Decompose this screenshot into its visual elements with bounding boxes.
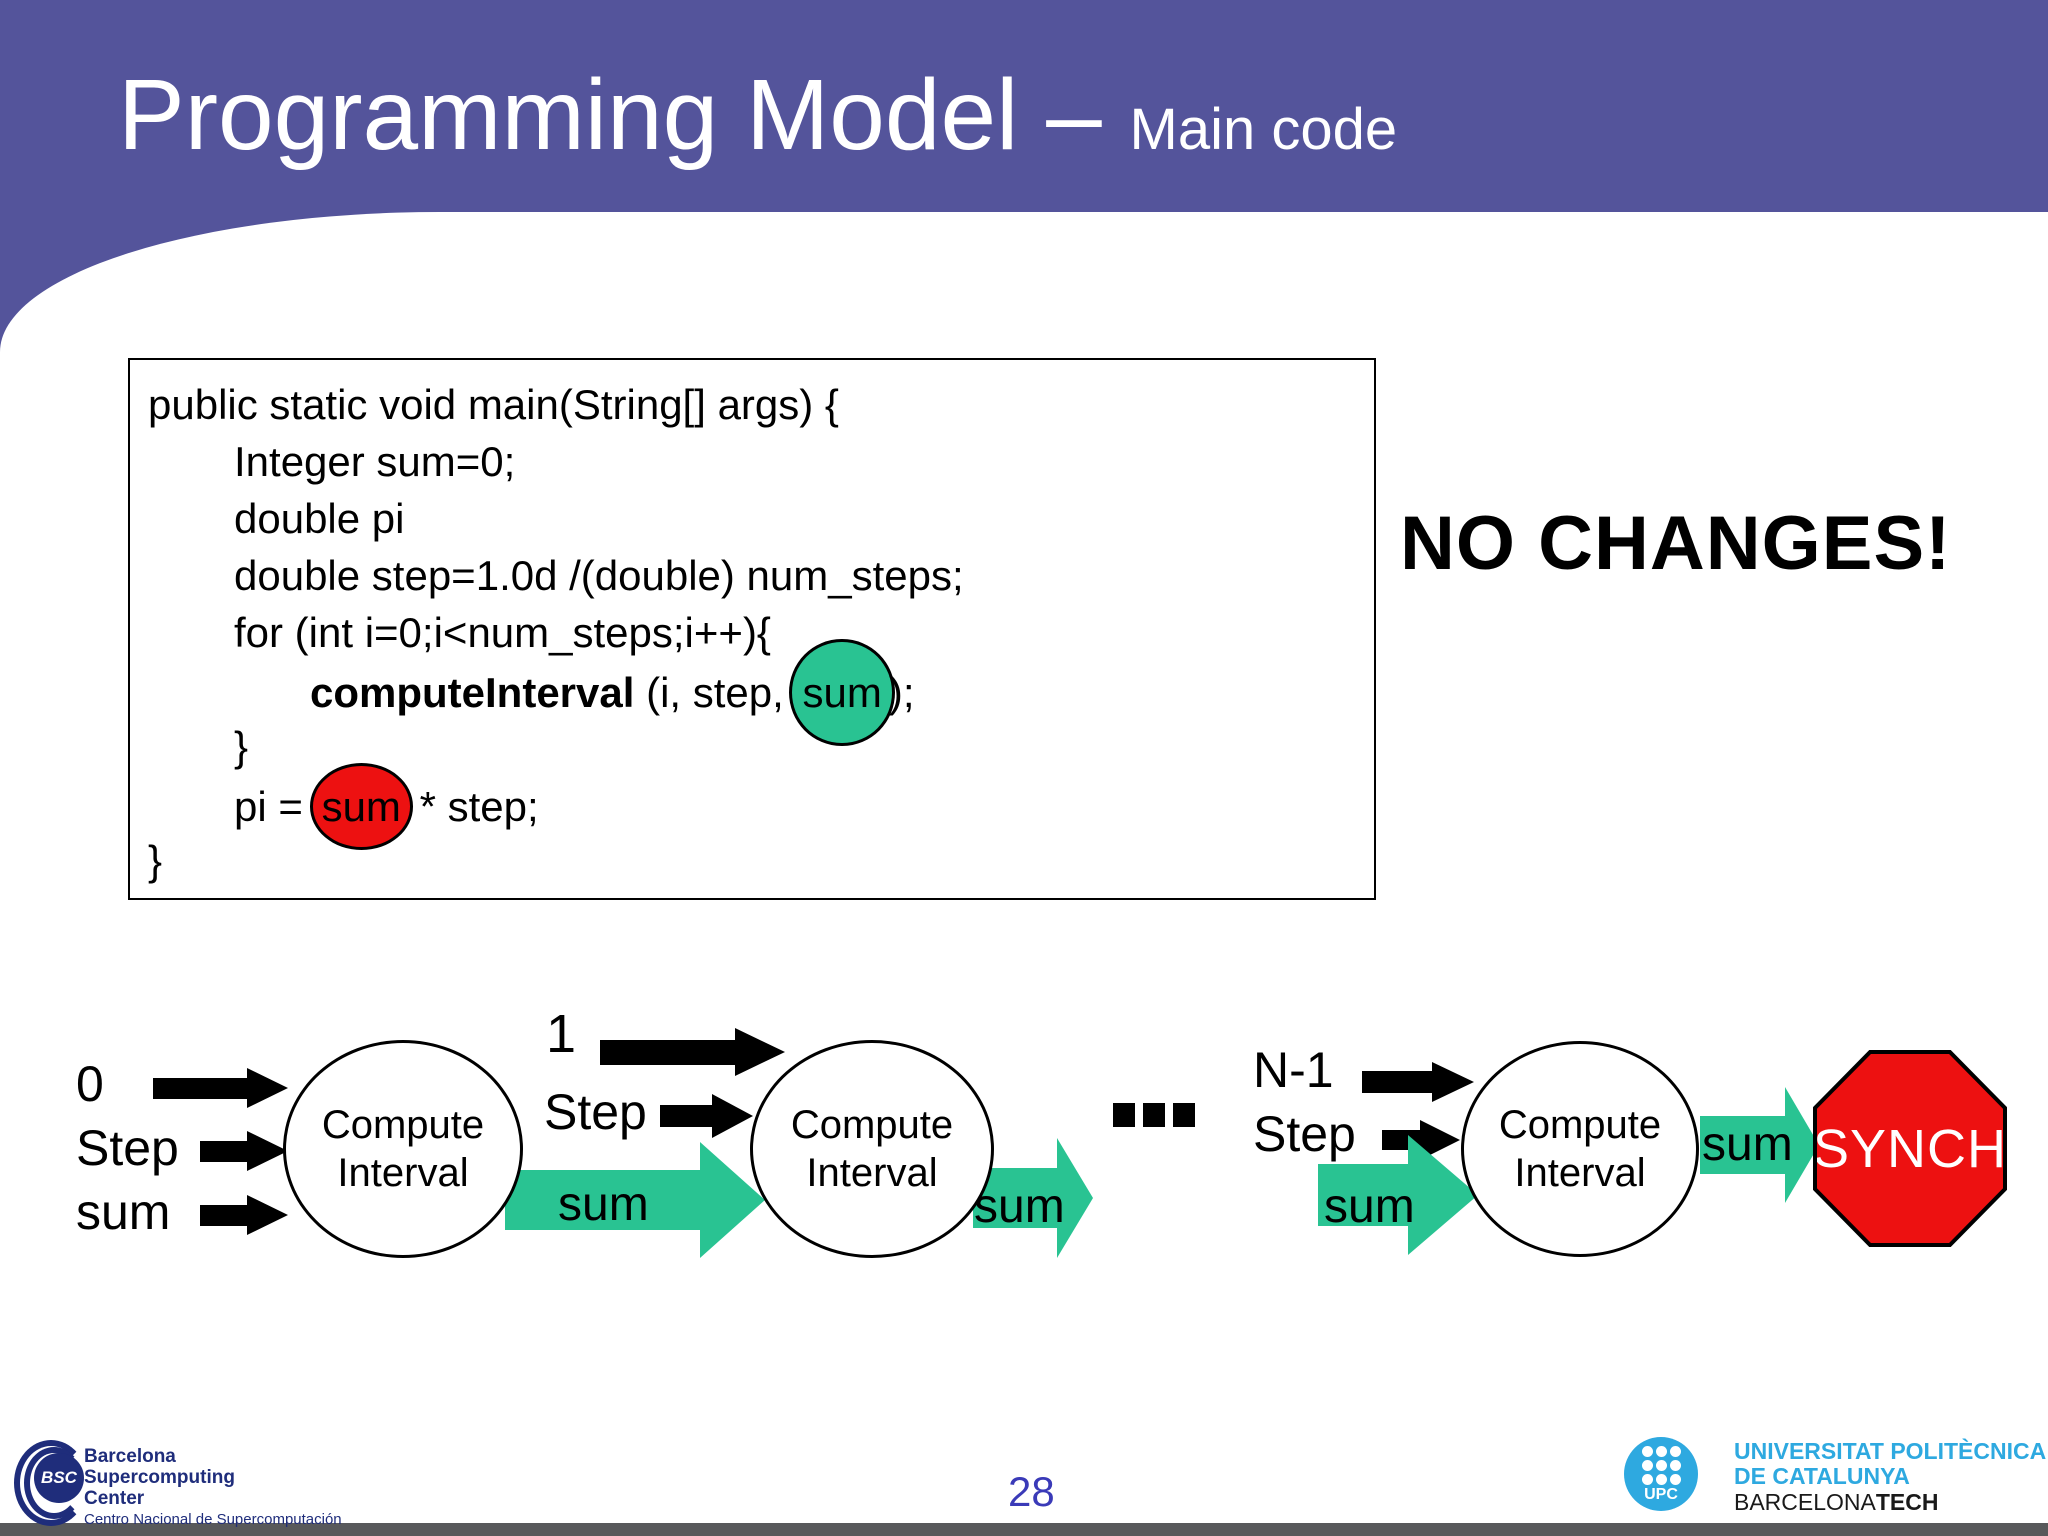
arrow-right-icon [153, 1068, 288, 1108]
upc-name-line: BARCELONATECH [1734, 1489, 2046, 1516]
node3-input-step: Step [1253, 1106, 1356, 1162]
code-line: pi = sum * step; [130, 763, 1374, 850]
node-label-top: Compute [1498, 1103, 1662, 1147]
code-text: } [234, 723, 249, 770]
upc-dots-icon [1641, 1445, 1681, 1485]
upc-name-line: DE CATALUNYA [1734, 1463, 1910, 1489]
bsc-name-line: Supercomputing [84, 1467, 235, 1488]
upc-text-block: UNIVERSITAT POLITÈCNICA DE CATALUNYA BAR… [1734, 1439, 2046, 1516]
dot-icon [1143, 1103, 1165, 1127]
code-text: pi = [234, 783, 315, 830]
code-text: double step=1.0d /(double) num_steps; [234, 552, 964, 599]
synch-label: SYNCH [1812, 1118, 2008, 1179]
octagon-fill: SYNCH [1817, 1054, 2003, 1243]
code-line: computeInterval (i, step, sum); [130, 639, 1374, 746]
code-block: public static void main(String[] args) {… [128, 358, 1376, 900]
ellipsis-dots [1113, 1103, 1195, 1127]
bsc-subtitle: Centro Nacional de Supercomputación [84, 1511, 342, 1528]
sum-flow-arrow-icon [1318, 1135, 1478, 1255]
slide-title-subtitle: Main code [1129, 97, 1398, 162]
bsc-name-line: Barcelona [84, 1446, 176, 1467]
code-line: } [130, 718, 1374, 775]
arrow-right-icon [200, 1195, 288, 1235]
upc-tech-text: TECH [1875, 1489, 1939, 1515]
code-text: ); [888, 669, 915, 716]
sum-flow-arrow-icon [973, 1138, 1093, 1258]
synch-stop-sign: SYNCH [1813, 1050, 2007, 1247]
sum-arrow-label: sum [558, 1178, 649, 1231]
compute-interval-node-2: Compute Interval [750, 1040, 994, 1258]
code-text: * step; [407, 783, 539, 830]
upc-barcelona-text: BARCELONA [1734, 1489, 1876, 1515]
code-line: double pi [130, 490, 1374, 547]
node-label-bottom: Interval [806, 1151, 938, 1195]
code-line: for (int i=0;i<num_steps;i++){ [130, 604, 1374, 661]
footer-bar [0, 1523, 2048, 1536]
compute-interval-node-1: Compute Interval [283, 1040, 523, 1258]
arrow-right-icon [660, 1094, 753, 1138]
node2-input-step: Step [544, 1084, 647, 1140]
page-number: 28 [1008, 1468, 1055, 1515]
arrow-right-icon [1362, 1062, 1474, 1102]
code-line: } [130, 832, 1374, 889]
bsc-name-line: Center [84, 1488, 145, 1509]
node-label-top: Compute [321, 1103, 485, 1147]
dot-icon [1113, 1103, 1135, 1127]
node-label-bottom: Interval [337, 1151, 469, 1195]
sum-arrow-label: sum [1324, 1180, 1415, 1233]
upc-acronym: UPC [1644, 1485, 1678, 1503]
upc-logo: UPC UNIVERSITAT POLITÈCNICA DE CATALUNYA… [1624, 1435, 2046, 1519]
sum-highlight-red: sum [309, 763, 413, 850]
upc-name-line: UNIVERSITAT POLITÈCNICA [1734, 1438, 2047, 1464]
code-text: for (int i=0;i<num_steps;i++){ [234, 609, 771, 656]
dot-icon [1173, 1103, 1195, 1127]
sum-arrow-label: sum [974, 1180, 1065, 1233]
arrow-right-icon [600, 1028, 785, 1076]
code-text: (i, step, [634, 669, 796, 716]
node1-input-step: Step [76, 1120, 179, 1176]
compute-interval-node-3: Compute Interval [1461, 1041, 1699, 1257]
slide-title-main: Programming Model – [118, 59, 1130, 171]
bsc-arc-icon [14, 1440, 88, 1526]
node1-input-index: 0 [76, 1056, 104, 1112]
sum-arrow-label: sum [1702, 1118, 1793, 1171]
code-text: double pi [234, 495, 405, 542]
code-text-bold: computeInterval [310, 669, 635, 716]
slide-title: Programming Model – Main code [118, 58, 1397, 173]
code-line: public static void main(String[] args) { [130, 376, 1374, 433]
node2-input-index: 1 [546, 1004, 577, 1064]
bsc-text-block: Barcelona Supercomputing Center Centro N… [84, 1446, 342, 1529]
sum-highlight-green: sum [789, 639, 895, 746]
code-text: } [148, 837, 163, 884]
upc-circle-icon: UPC [1624, 1437, 1698, 1511]
code-line: double step=1.0d /(double) num_steps; [130, 547, 1374, 604]
bsc-logo: BSC Barcelona Supercomputing Center Cent… [14, 1438, 574, 1528]
code-line: Integer sum=0; [130, 433, 1374, 490]
no-changes-callout: NO CHANGES! [1400, 501, 1952, 586]
bsc-circle-icon: BSC [34, 1453, 84, 1503]
node-label-bottom: Interval [1514, 1151, 1646, 1195]
arrow-right-icon [200, 1131, 288, 1171]
node-label-top: Compute [790, 1103, 954, 1147]
code-text: Integer sum=0; [234, 438, 516, 485]
bsc-arc-icon [24, 1447, 84, 1519]
node3-input-index: N-1 [1253, 1042, 1334, 1098]
code-text: public static void main(String[] args) { [148, 381, 839, 428]
node1-input-sum: sum [76, 1184, 171, 1240]
